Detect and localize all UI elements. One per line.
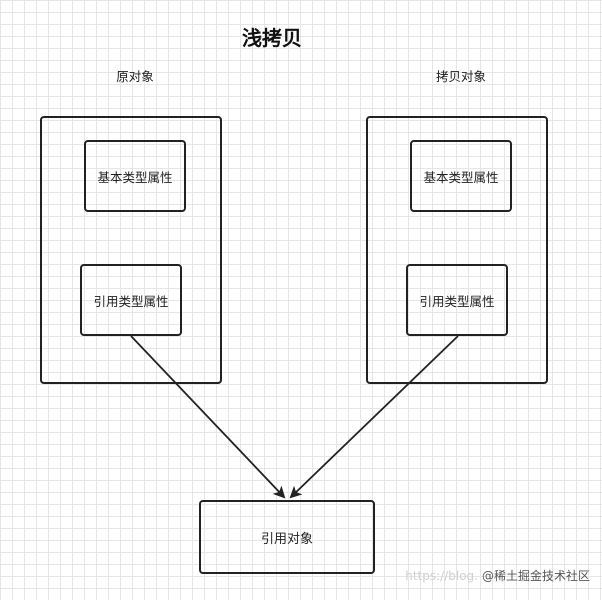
copy-basic-attr-label: 基本类型属性 [423,169,499,185]
watermark-text: @稀土掘金技术社区 [481,569,590,583]
original-ref-attr-box: 引用类型属性 [80,264,182,336]
referenced-object-box: 引用对象 [199,500,375,574]
watermark: https://blog.@稀土掘金技术社区 [405,567,590,584]
left-caption: 原对象 [116,69,154,84]
copy-object-box [366,116,548,384]
copy-ref-attr-label: 引用类型属性 [419,293,495,309]
diagram-title: 浅拷贝 [242,26,302,50]
arrow-from-original-ref [130,335,286,499]
original-object-box [40,116,222,384]
original-basic-attr-label: 基本类型属性 [97,169,173,185]
right-caption: 拷贝对象 [435,69,486,84]
copy-basic-attr-box: 基本类型属性 [410,140,512,212]
original-ref-attr-label: 引用类型属性 [93,293,169,309]
arrow-from-copy-ref [289,335,459,499]
referenced-object-label: 引用对象 [260,531,313,547]
original-basic-attr-box: 基本类型属性 [84,140,186,212]
watermark-ghost-url: https://blog. [405,569,478,583]
copy-ref-attr-box: 引用类型属性 [406,264,508,336]
